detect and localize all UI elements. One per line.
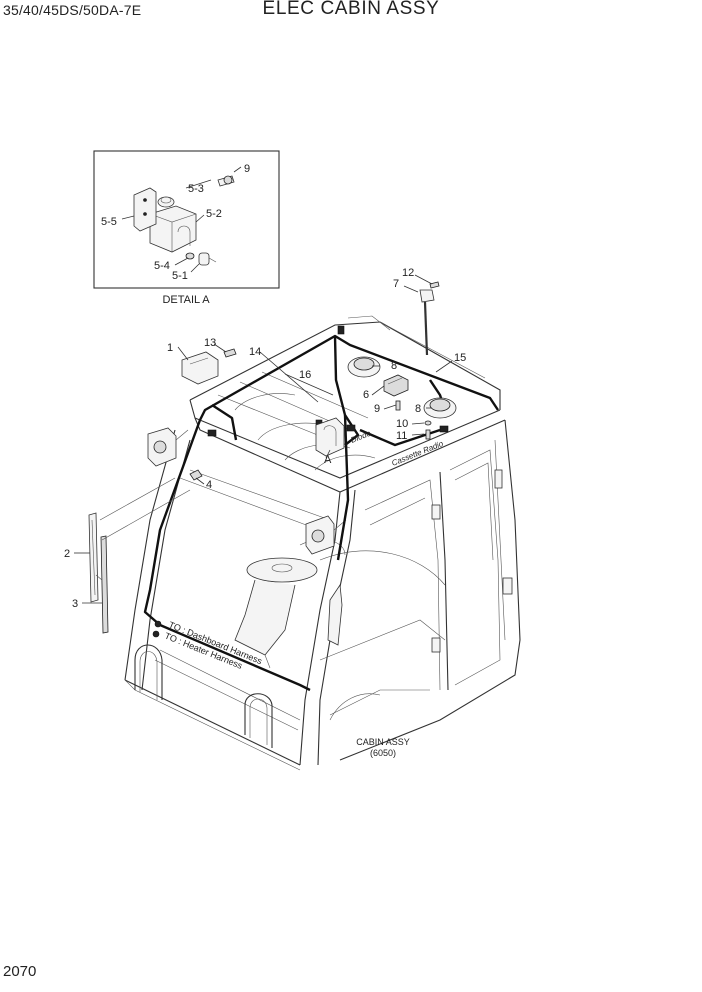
wiring-harness bbox=[143, 325, 499, 692]
callout-14: 14 bbox=[249, 346, 261, 358]
detail-a-frame bbox=[93, 150, 280, 289]
steering-wheel bbox=[246, 557, 318, 583]
grommet bbox=[185, 252, 195, 260]
harness-radio bbox=[359, 428, 441, 447]
callout-detail-5-2: 5-2 bbox=[206, 208, 222, 220]
harness-lower bbox=[159, 623, 311, 692]
callout-detail-5-3: 5-3 bbox=[188, 183, 204, 195]
page-title: ELEC CABIN ASSY bbox=[262, 0, 440, 19]
washer bbox=[424, 420, 432, 426]
callout-15: 15 bbox=[454, 352, 466, 364]
callout-1: 1 bbox=[167, 342, 173, 354]
door-latch bbox=[502, 577, 513, 595]
cabin-frame bbox=[124, 315, 521, 771]
harness-roof bbox=[198, 334, 499, 421]
connector bbox=[337, 325, 345, 335]
callout-12: 12 bbox=[402, 267, 414, 279]
wiper-blade bbox=[100, 535, 109, 634]
steering-column bbox=[234, 579, 296, 656]
harness-side bbox=[336, 414, 350, 561]
door-hinge-lower bbox=[431, 637, 441, 653]
detail-a-caption: DETAIL A bbox=[162, 294, 210, 306]
callout-10: 10 bbox=[396, 418, 408, 430]
components bbox=[88, 281, 457, 634]
callout-4: 4 bbox=[206, 479, 212, 491]
callout-16: 16 bbox=[299, 369, 311, 381]
callout-11: 11 bbox=[396, 430, 407, 442]
connector-radio bbox=[439, 425, 449, 433]
callout-8-upper: 8 bbox=[391, 360, 397, 372]
harness-branch-left bbox=[211, 403, 238, 441]
harness-front-pillar bbox=[143, 419, 202, 626]
callout-13: 13 bbox=[204, 337, 216, 349]
callout-2: 2 bbox=[64, 548, 70, 560]
room-lamp bbox=[181, 351, 219, 385]
callout-detail-5-4: 5-4 bbox=[154, 260, 170, 272]
callout-3: 3 bbox=[72, 598, 78, 610]
cabin-assy-number: (6050) bbox=[370, 748, 396, 758]
clip bbox=[189, 469, 203, 481]
callout-detail-5-5: 5-5 bbox=[101, 216, 117, 228]
washer-pump bbox=[198, 252, 210, 266]
connector-left bbox=[207, 429, 217, 437]
callout-labels: 1 13 14 16 15 12 7 8 6 9 8 10 11 4 2 3 A bbox=[64, 267, 466, 610]
model-number: 35/40/45DS/50DA-7E bbox=[3, 2, 142, 18]
screw bbox=[223, 348, 237, 358]
washer-tank bbox=[149, 205, 197, 253]
callout-9: 9 bbox=[374, 403, 380, 415]
callout-8-lower: 8 bbox=[415, 403, 421, 415]
switch bbox=[383, 374, 409, 397]
screw-12 bbox=[429, 281, 440, 289]
antenna-rod bbox=[423, 301, 429, 356]
callout-7: 7 bbox=[393, 278, 399, 290]
tank-bracket bbox=[133, 187, 157, 232]
door-hinge-upper bbox=[431, 504, 441, 520]
page-number: 2070 bbox=[3, 963, 37, 980]
leader-lines bbox=[74, 274, 453, 604]
antenna-base bbox=[419, 289, 435, 303]
bolt-9 bbox=[395, 400, 401, 411]
connector-diode bbox=[346, 424, 356, 432]
callout-detail-9: 9 bbox=[244, 163, 250, 175]
screw-11 bbox=[425, 429, 431, 440]
cabin-assy-label: CABIN ASSY bbox=[356, 737, 410, 747]
grab-handle bbox=[327, 583, 343, 646]
callout-detail-5-1: 5-1 bbox=[172, 270, 188, 282]
rear-handle bbox=[494, 469, 503, 489]
washer-tank-ref bbox=[315, 417, 345, 457]
callout-a: A bbox=[324, 454, 332, 466]
detail-a-box: 9 5-3 5-5 5-2 5-4 5-1 DETAIL A bbox=[93, 150, 280, 306]
cabin-assy-reference: CABIN ASSY (6050) bbox=[356, 737, 410, 758]
tank-cap bbox=[157, 196, 175, 208]
callout-6: 6 bbox=[363, 389, 369, 401]
